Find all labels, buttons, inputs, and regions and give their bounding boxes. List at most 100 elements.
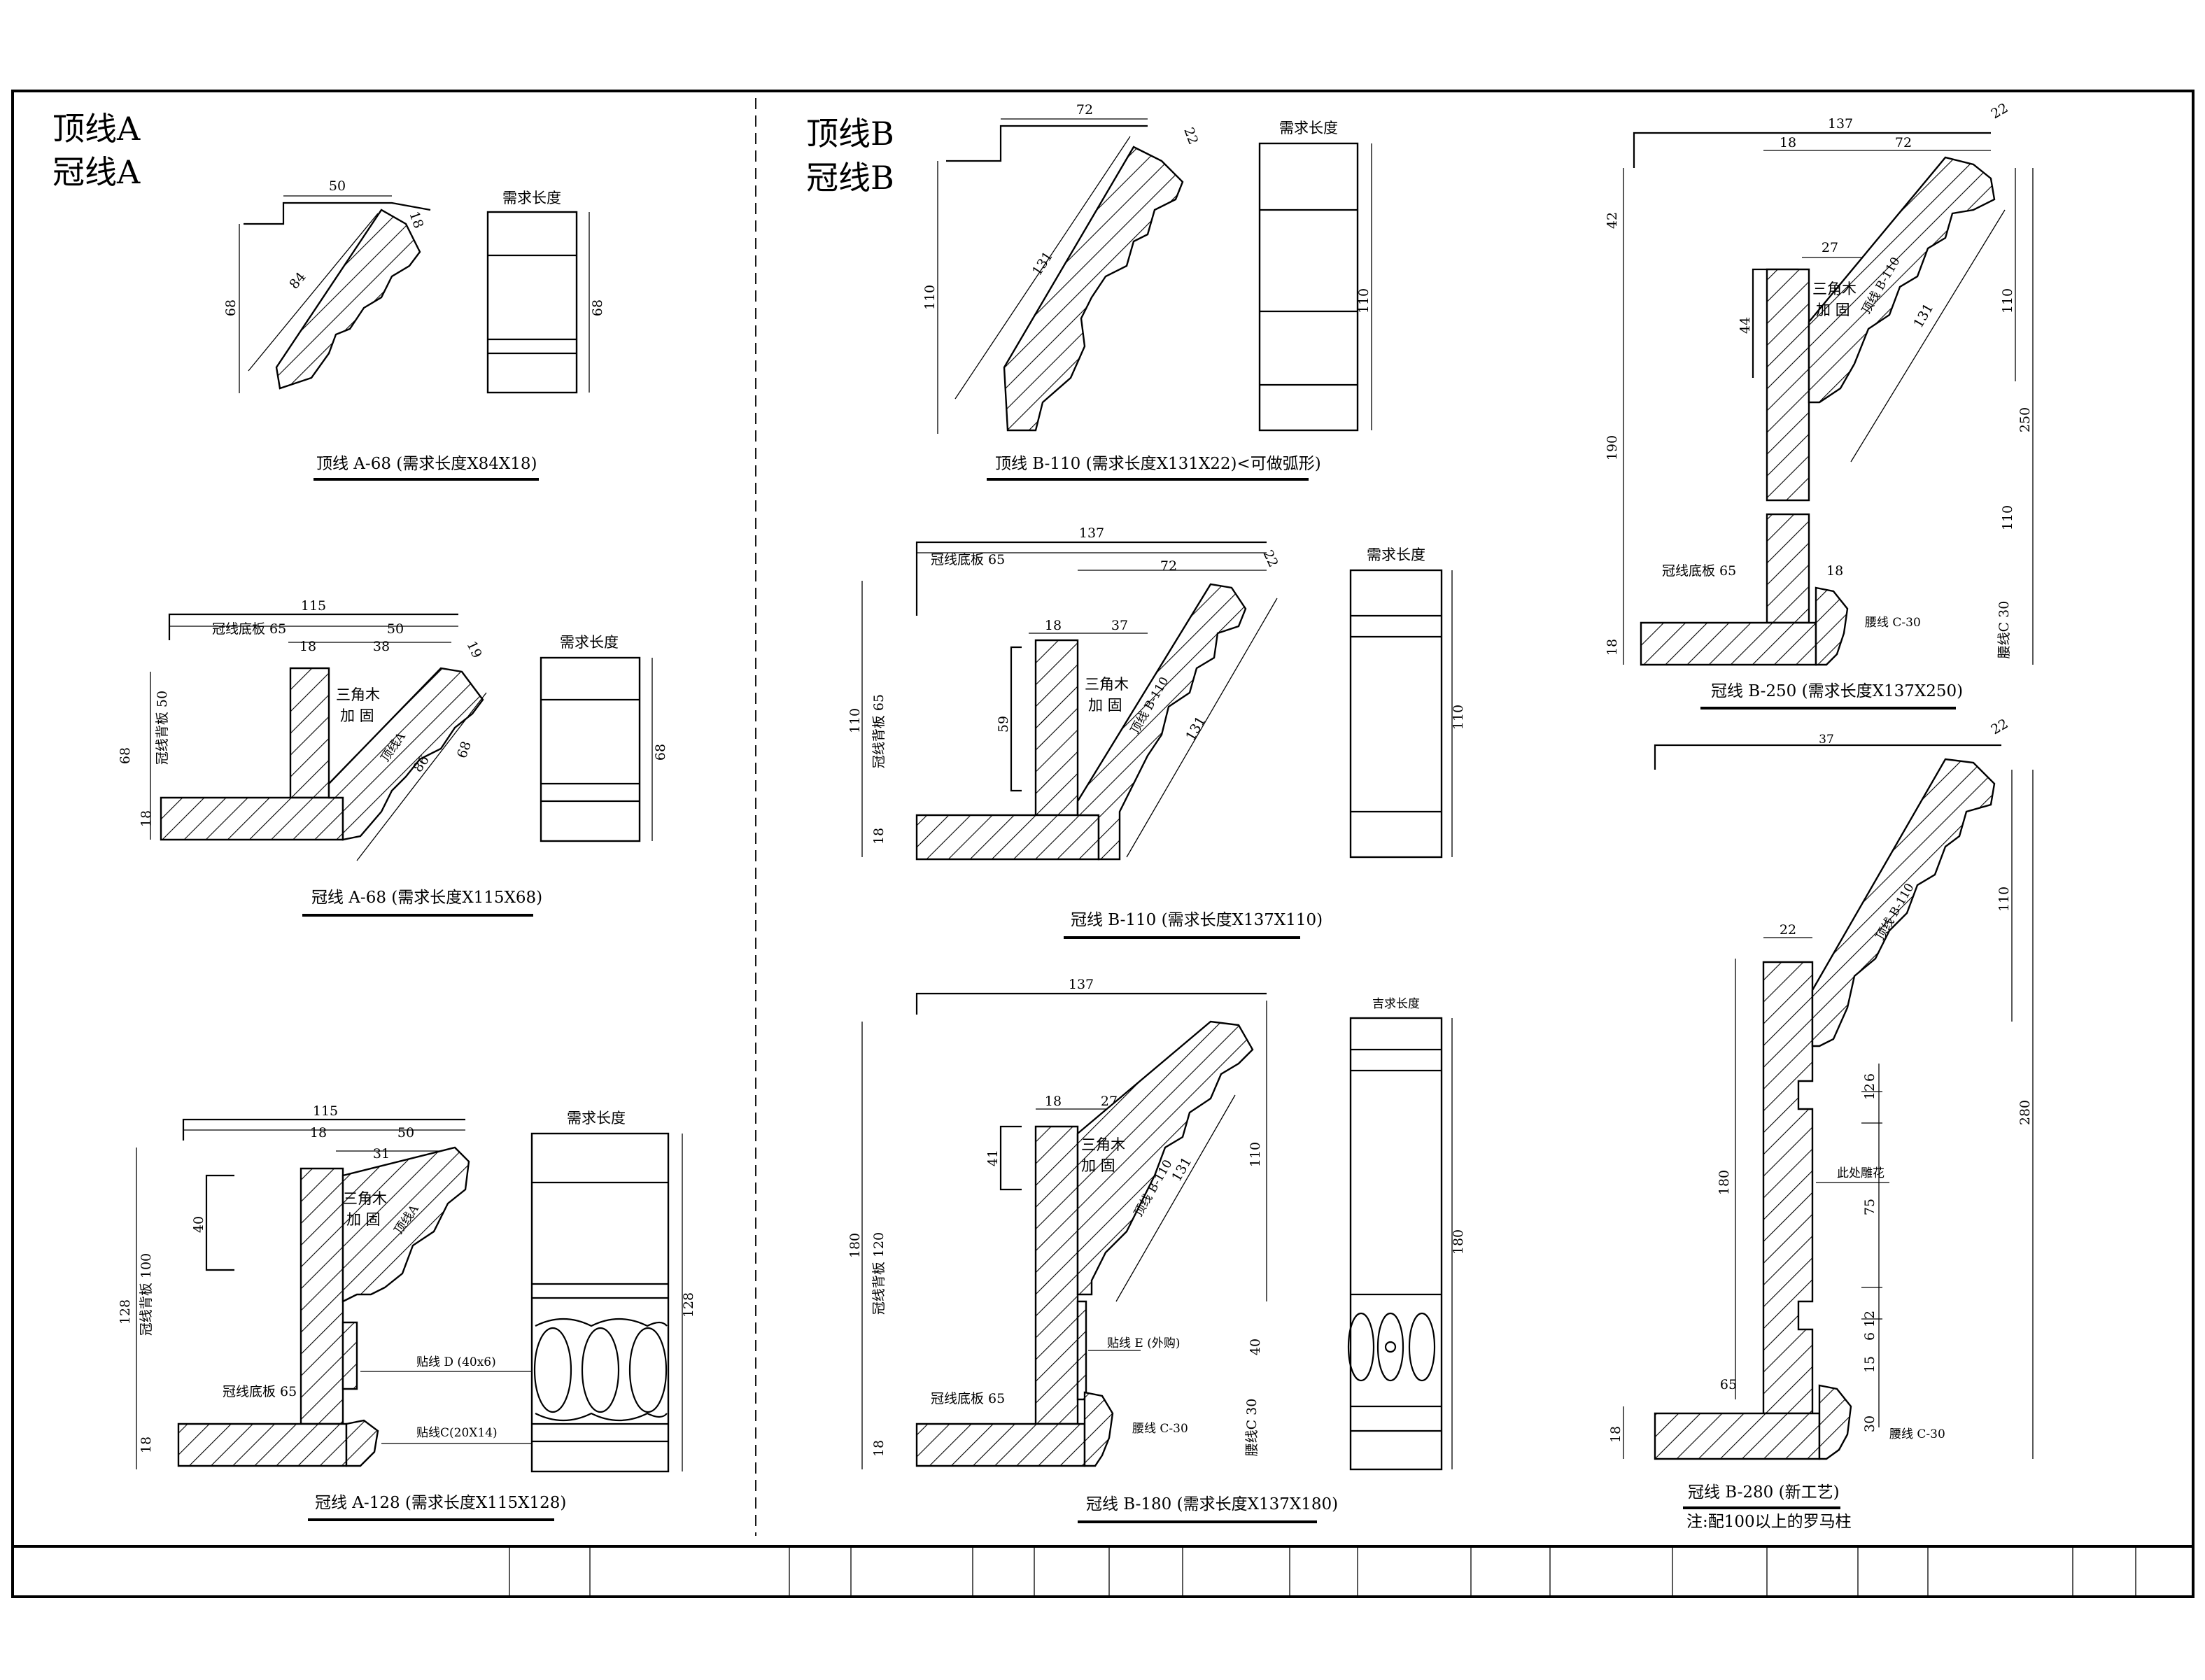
heading-group-b-line1: 顶线B (806, 115, 894, 153)
note-cb280-roman: 注:配100以上的罗马柱 (1686, 1513, 1852, 1531)
note-cb180-c: 腰线 C-30 (1132, 1422, 1188, 1436)
dim-ca68-h18: 18 (139, 810, 154, 827)
elevation-b110 (1258, 142, 1359, 432)
dim-cb250-h250: 250 (2017, 407, 2033, 432)
backboard-cb280 (1762, 961, 1814, 1415)
dim-ca128-w31: 31 (373, 1146, 390, 1162)
dim-cb250-h190: 190 (1605, 435, 1620, 460)
dim-cb250-w27: 27 (1822, 240, 1838, 255)
dim-cb280-h15: 15 (1862, 1356, 1878, 1373)
dim-cb110-side110: 110 (1451, 705, 1466, 730)
dim-cb280-h18: 18 (1608, 1426, 1623, 1443)
trim-c-cb280 (1818, 1384, 1852, 1460)
dim-cb110-w72: 72 (1160, 558, 1177, 574)
label-cb110-tri2: 加 固 (1088, 697, 1122, 714)
dim-cb110-base65: 冠线底板 65 (931, 552, 1005, 567)
elevation-a68 (486, 211, 578, 394)
sheet-frame (11, 90, 2195, 1598)
baseboard-cb280 (1654, 1412, 1821, 1460)
dim-cb180-w18: 18 (1045, 1094, 1062, 1109)
dim-cb110-w137: 137 (1079, 525, 1104, 541)
caption-a68: 顶线 A-68 (需求长度X84X18) (316, 455, 537, 473)
dim-ca68-base65: 冠线底板 65 (212, 621, 286, 637)
profile-cb250: 137 18 72 22 42 190 18 27 44 三角木 加 固 顶线 … (1605, 100, 2034, 710)
baseboard-cb110 (915, 814, 1100, 861)
dim-a68-t18: 18 (406, 209, 426, 230)
profile-cb280: 37 22 22 180 18 顶线 B-110 12 6 75 12 6 15… (1608, 716, 2034, 1531)
elevation-cb110 (1349, 569, 1443, 859)
elevation-cb180 (1349, 1017, 1443, 1471)
dim-cb110-w37: 37 (1111, 618, 1128, 633)
title-block (509, 1546, 2136, 1597)
dim-cb280-t22: 22 (1989, 716, 2011, 737)
dim-ca68-w50: 50 (387, 621, 404, 637)
profile-b110: 72 22 110 131 需求长度 110 顶线 B-110 (需求长度X13… (922, 102, 1372, 481)
dim-cb180-h30: 腰线C 30 (1244, 1399, 1260, 1457)
trim-c-cb250 (1815, 586, 1849, 666)
profile-cb110: 137 冠线底板 65 72 22 18 37 110 冠线背板 65 59 1… (847, 525, 1466, 939)
molding-b110-section (1003, 146, 1184, 432)
dim-cb180-base65: 冠线底板 65 (931, 1391, 1005, 1406)
dim-cb250-w137: 137 (1828, 116, 1853, 132)
label-cb180-demand: 吉求长度 (1372, 997, 1420, 1011)
dim-a68-w50: 50 (329, 178, 346, 194)
carving-ca128 (533, 1318, 668, 1422)
dim-cb180-side180: 180 (1451, 1229, 1466, 1255)
label-ca128-demand: 需求长度 (567, 1110, 626, 1127)
backboard-cb180 (1034, 1125, 1079, 1425)
dim-cb110-back65: 冠线背板 65 (871, 694, 887, 768)
label-cb110-demand: 需求长度 (1367, 546, 1425, 563)
dim-cb180-h41: 41 (985, 1150, 1001, 1166)
baseboard-cb250 (1640, 621, 1817, 666)
molding-a68-section (275, 209, 421, 390)
label-cb180-tri2: 加 固 (1081, 1157, 1115, 1174)
label-ca68-tri1: 三角木 (336, 686, 380, 703)
molding-cb280-section (1811, 758, 1996, 1047)
dim-ca128-h40: 40 (191, 1216, 206, 1233)
dim-ca68-w18: 18 (300, 639, 316, 654)
label-ca128-tri1: 三角木 (343, 1190, 387, 1207)
dim-a68-d84: 84 (286, 269, 309, 292)
dim-cb250-h44: 44 (1738, 317, 1753, 334)
baseboard-ca128 (177, 1423, 348, 1467)
note-cb180-e: 贴线 E (外购) (1107, 1336, 1180, 1350)
heading-group-b-line2: 冠线B (806, 159, 894, 197)
dim-ca68-w115: 115 (301, 598, 326, 614)
caption-cb180: 冠线 B-180 (需求长度X137X180) (1086, 1495, 1338, 1513)
label-b110-demand: 需求长度 (1279, 120, 1338, 136)
dim-cb180-h110: 110 (1248, 1142, 1263, 1167)
molding-ca68-section (327, 667, 484, 841)
molding-cb250-section (1808, 156, 1996, 404)
dim-cb250-w18b: 18 (1826, 563, 1843, 579)
dim-a68-side68: 68 (590, 299, 605, 316)
dim-cb280-h280: 280 (2017, 1100, 2033, 1125)
dim-cb250-t22: 22 (1989, 100, 2011, 122)
backboard-ca68 (289, 667, 330, 799)
dim-ca68-t19: 19 (463, 639, 484, 661)
trim-d-ca128 (341, 1321, 358, 1390)
dim-cb250-h110a: 110 (2000, 288, 2015, 313)
backboard-lower-cb250 (1766, 513, 1810, 624)
dim-cb280-h110: 110 (1996, 887, 2012, 912)
dim-b110-h110: 110 (922, 285, 938, 310)
dim-cb180-h180: 180 (847, 1233, 863, 1258)
label-cb110-tri1: 三角木 (1085, 676, 1129, 693)
label-cb250-tri2: 加 固 (1816, 302, 1850, 318)
label-cb180-tri1: 三角木 (1081, 1136, 1125, 1153)
caption-b110: 顶线 B-110 (需求长度X131X22)<可做弧形) (995, 455, 1321, 473)
dim-cb280-h180: 180 (1717, 1170, 1732, 1195)
dim-b110-w72: 72 (1076, 102, 1093, 118)
backboard-ca128 (300, 1167, 344, 1425)
dim-ca128-side128: 128 (681, 1292, 696, 1318)
dim-ca128-h18: 18 (139, 1437, 154, 1453)
dim-cb280-h30: 30 (1862, 1416, 1878, 1432)
label-ca68-demand: 需求长度 (560, 634, 619, 651)
dim-ca128-h128: 128 (118, 1299, 133, 1325)
dim-cb250-h42: 42 (1605, 212, 1620, 229)
baseboard-cb180 (915, 1423, 1086, 1467)
dim-ca128-w115: 115 (313, 1103, 338, 1119)
molding-ca128-section (341, 1146, 470, 1303)
profile-a68: 50 18 68 84 需求长度 68 顶线 A-68 (需求长度X84X18) (223, 178, 605, 481)
heading-group-a-line2: 冠线A (52, 153, 141, 191)
